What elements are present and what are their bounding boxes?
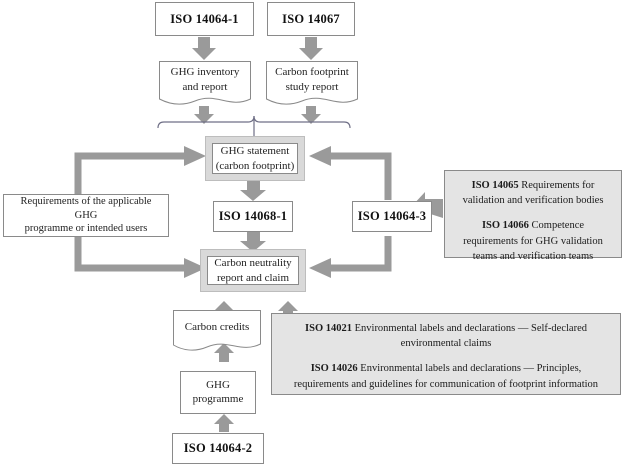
- arrow-ghg-statement-to-iso14068-1: [240, 181, 266, 201]
- panel-validation-item-1: ISO 14065 Requirements for validation an…: [455, 178, 611, 208]
- arrow-carbon-footprint-study-to-bracket: [301, 106, 321, 124]
- iso-code-14065: ISO 14065: [471, 180, 519, 191]
- panel-validation-verification[interactable]: ISO 14065 Requirements for validation an…: [444, 170, 622, 262]
- label-line-1: Carbon credits: [184, 320, 250, 333]
- bracket-connector: [157, 115, 351, 136]
- label-line-1: GHG inventory: [170, 66, 240, 79]
- iso-text-14065: Requirements for validation and verifica…: [462, 180, 604, 207]
- document-shape: [173, 310, 261, 351]
- node-ghg-inventory-report-label: GHG inventory and report: [159, 61, 251, 107]
- node-requirements-ghg-programme[interactable]: Requirements of the applicable GHG progr…: [3, 194, 169, 237]
- label-line-2: (carbon footprint): [215, 159, 295, 172]
- iso-text-14021: Environmental labels and declarations — …: [351, 323, 587, 350]
- arrow-requirements-to-carbon-neutrality: [74, 236, 206, 278]
- iso-text-14066: Competence requirements for GHG validati…: [463, 220, 603, 262]
- label-line-1: GHG statement: [220, 145, 290, 158]
- node-carbon-footprint-study-report-label: Carbon footprint study report: [266, 61, 358, 107]
- node-iso-14068-1[interactable]: ISO 14068-1: [213, 201, 293, 232]
- node-iso-14064-1[interactable]: ISO 14064-1: [155, 2, 254, 36]
- label-line-2: study report: [285, 80, 339, 93]
- label-line-1: GHG: [206, 378, 230, 391]
- label-line-1: Requirements of the applicable GHG: [20, 196, 152, 221]
- node-ghg-programme[interactable]: GHG programme: [180, 371, 256, 414]
- arrow-iso14068-1-to-carbon-neutrality: [240, 232, 266, 252]
- node-carbon-neutrality-label: Carbon neutrality report and claim: [207, 256, 299, 285]
- document-shape: [159, 61, 251, 105]
- arrow-iso14064-1-to-ghg-inventory: [192, 37, 216, 60]
- label-line-1: Carbon neutrality: [214, 257, 292, 270]
- iso-code-14021: ISO 14021: [305, 323, 352, 334]
- panel-spacer: [455, 208, 611, 218]
- arrow-ghg-programme-to-carbon-credits: [214, 343, 234, 362]
- panel-validation-item-2: ISO 14066 Competence requirements for GH…: [455, 218, 611, 264]
- node-carbon-credits-label: Carbon credits: [173, 310, 261, 353]
- iso-code-14066: ISO 14066: [481, 220, 529, 232]
- label-line-2: and report: [182, 80, 228, 93]
- arrow-ghg-inventory-to-bracket: [194, 106, 214, 124]
- arrow-iso14064-2-to-ghg-programme: [214, 414, 234, 432]
- iso-code-14026: ISO 14026: [310, 363, 358, 375]
- panel-labels-item-2: ISO 14026 Environmental labels and decla…: [282, 361, 610, 391]
- arrow-iso14067-to-carbon-footprint-study: [299, 37, 323, 60]
- document-shape: [266, 61, 358, 105]
- arrow-requirements-to-ghg-statement: [74, 146, 206, 200]
- arrow-iso14064-3-to-carbon-neutrality: [309, 236, 392, 278]
- iso-text-14026: Environmental labels and declarations — …: [293, 363, 599, 390]
- label-line-2: programme: [192, 392, 244, 405]
- node-ghg-inventory-report[interactable]: GHG inventory and report: [159, 61, 251, 107]
- label-line-2: programme or intended users: [24, 223, 148, 235]
- panel-environmental-labels[interactable]: ISO 14021 Environmental labels and decla…: [271, 313, 621, 395]
- node-iso-14064-2[interactable]: ISO 14064-2: [172, 433, 264, 464]
- label-line-1: Carbon footprint: [275, 66, 349, 79]
- node-ghg-statement-label: GHG statement (carbon footprint): [212, 143, 298, 174]
- node-ghg-statement[interactable]: GHG statement (carbon footprint): [205, 136, 305, 181]
- panel-labels-item-1: ISO 14021 Environmental labels and decla…: [282, 321, 610, 351]
- node-carbon-footprint-study-report[interactable]: Carbon footprint study report: [266, 61, 358, 107]
- label-line-2: report and claim: [216, 271, 290, 284]
- arrow-iso14064-3-to-ghg-statement: [309, 146, 392, 200]
- node-iso-14067[interactable]: ISO 14067: [267, 2, 355, 36]
- node-carbon-credits[interactable]: Carbon credits: [173, 310, 261, 353]
- panel-spacer: [282, 351, 610, 361]
- node-iso-14064-3[interactable]: ISO 14064-3: [352, 201, 432, 232]
- node-carbon-neutrality-report-claim[interactable]: Carbon neutrality report and claim: [200, 249, 306, 292]
